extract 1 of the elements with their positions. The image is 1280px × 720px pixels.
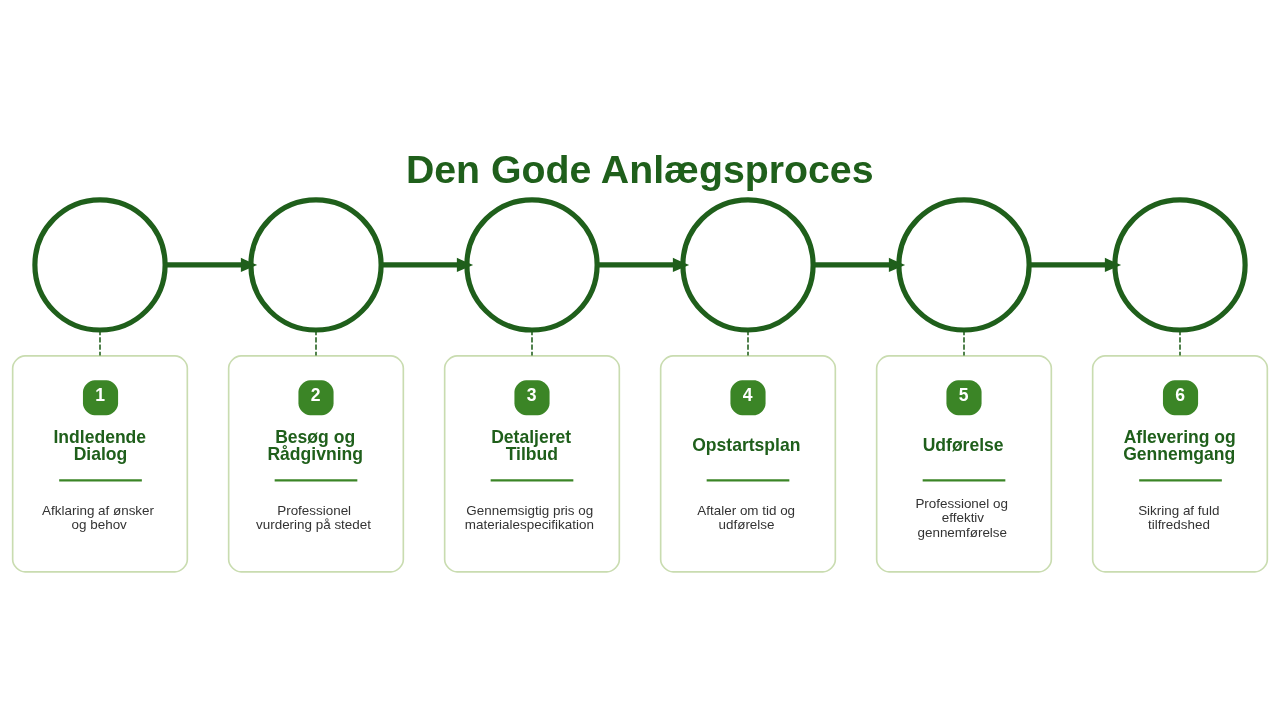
diagram-title: Den Gode Anlægsproces [405,146,874,191]
